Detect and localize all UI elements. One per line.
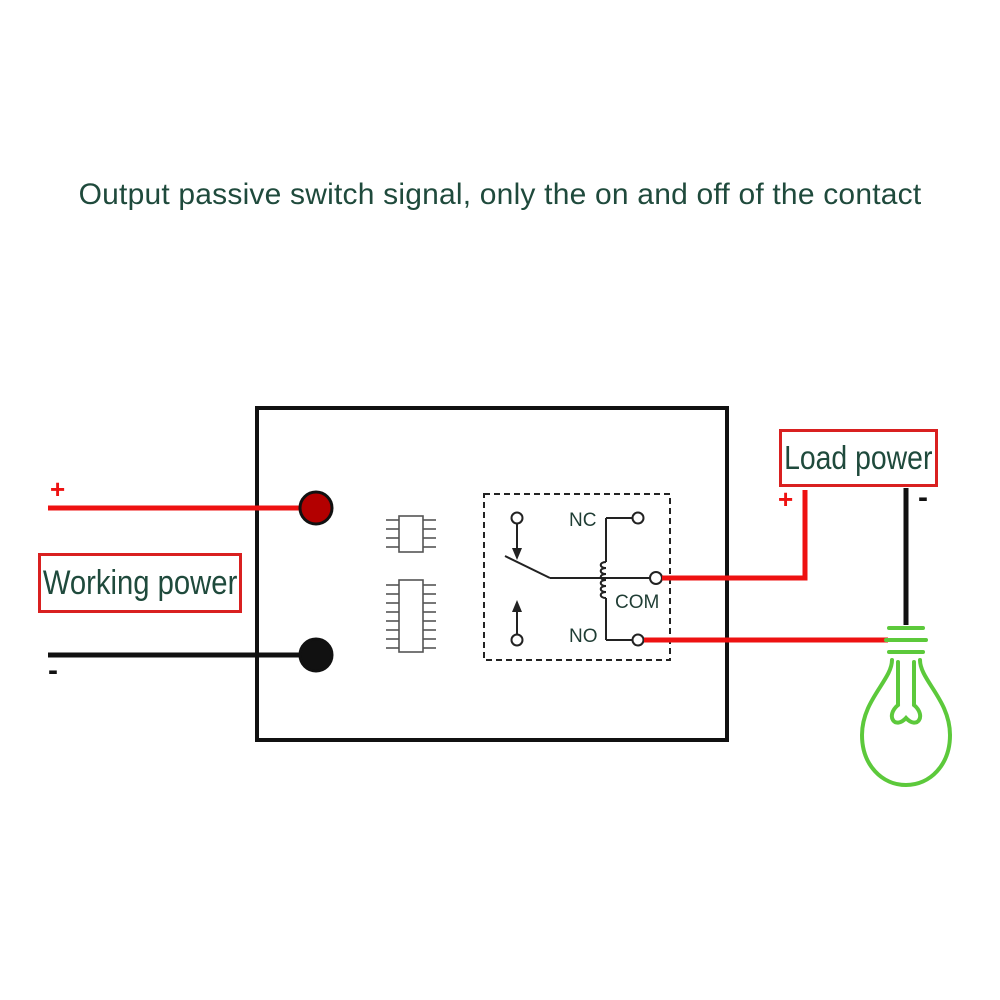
negative-terminal [298,637,334,673]
load-power-label: Load power [779,429,938,487]
load-positive-wire [662,490,808,581]
pin-label-com: COM [615,592,659,613]
load-power-text: Load power [784,439,933,476]
relay-module-board [255,406,729,742]
light-bulb-icon [859,626,953,788]
working-power-text: Working power [42,563,238,602]
load-plus-sign: + [778,484,794,514]
pin-label-nc: NC [569,510,596,531]
load-minus-sign: - [918,481,928,514]
ic-chip-small [386,515,436,553]
working-plus-sign: + [50,474,66,504]
diagram-title: Output passive switch signal, only the o… [78,178,922,211]
relay-switch-symbol [504,511,663,647]
working-power-label: Working power [38,553,242,613]
pin-label-no: NO [569,626,598,647]
relay-outline [483,493,671,661]
positive-terminal [298,490,334,526]
working-minus-sign: - [48,654,58,687]
ic-chip-large [386,579,436,653]
